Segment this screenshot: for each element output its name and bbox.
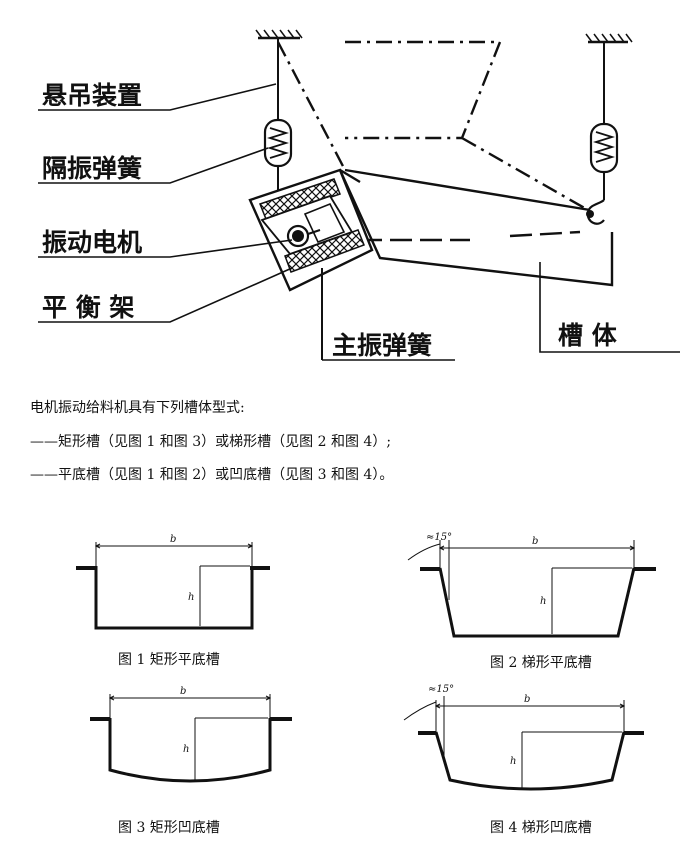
label-balance-frame: 平 衡 架 xyxy=(42,293,134,322)
vibration-motor xyxy=(286,224,321,248)
trough-body xyxy=(338,168,614,287)
fig2-h: h xyxy=(540,596,546,607)
isolation-spring-right xyxy=(589,122,619,174)
fig2-caption: 图 2 梯形平底槽 xyxy=(490,655,592,671)
fig4-caption: 图 4 梯形凹底槽 xyxy=(490,820,592,836)
fig2-angle: ≈15° xyxy=(426,532,452,543)
hopper xyxy=(276,40,589,242)
intro-line-1: 电机振动给料机具有下列槽体型式: xyxy=(30,400,245,416)
fig1-b: b xyxy=(170,534,176,545)
leader-lines xyxy=(38,83,680,361)
ceiling-left xyxy=(255,29,303,40)
fig4-b: b xyxy=(524,694,530,705)
fig1-caption: 图 1 矩形平底槽 xyxy=(118,652,220,668)
label-vibration-motor: 振动电机 xyxy=(42,228,142,257)
fig4-h: h xyxy=(510,756,516,767)
fig3-b: b xyxy=(180,686,186,697)
fig4-angle: ≈15° xyxy=(428,684,454,695)
fig3-caption: 图 3 矩形凹底槽 xyxy=(118,820,220,836)
fig1-h: h xyxy=(188,592,194,603)
fig3-h: h xyxy=(183,744,189,755)
balance-frame xyxy=(248,168,374,292)
label-suspension: 悬吊装置 xyxy=(42,81,142,110)
fig3-drawing xyxy=(90,694,292,783)
fig4-drawing xyxy=(403,696,644,791)
fig2-b: b xyxy=(532,536,538,547)
fig1-drawing xyxy=(76,542,270,630)
label-main-spring: 主振弹簧 xyxy=(332,331,432,360)
isolation-spring-left xyxy=(263,118,293,168)
label-isolation-spring: 隔振弹簧 xyxy=(42,154,142,183)
ceiling-right xyxy=(585,33,633,44)
fig2-drawing xyxy=(407,540,656,638)
intro-line-3: ——平底槽（见图 1 和图 2）或凹底槽（见图 3 和图 4）。 xyxy=(30,467,394,483)
intro-line-2: ——矩形槽（见图 1 和图 3）或梯形槽（见图 2 和图 4）; xyxy=(30,434,392,450)
feeder-diagram: 悬吊装置 隔振弹簧 振动电机 平 衡 架 主振弹簧 槽 体 xyxy=(38,29,680,361)
label-trough-body: 槽 体 xyxy=(558,321,618,350)
